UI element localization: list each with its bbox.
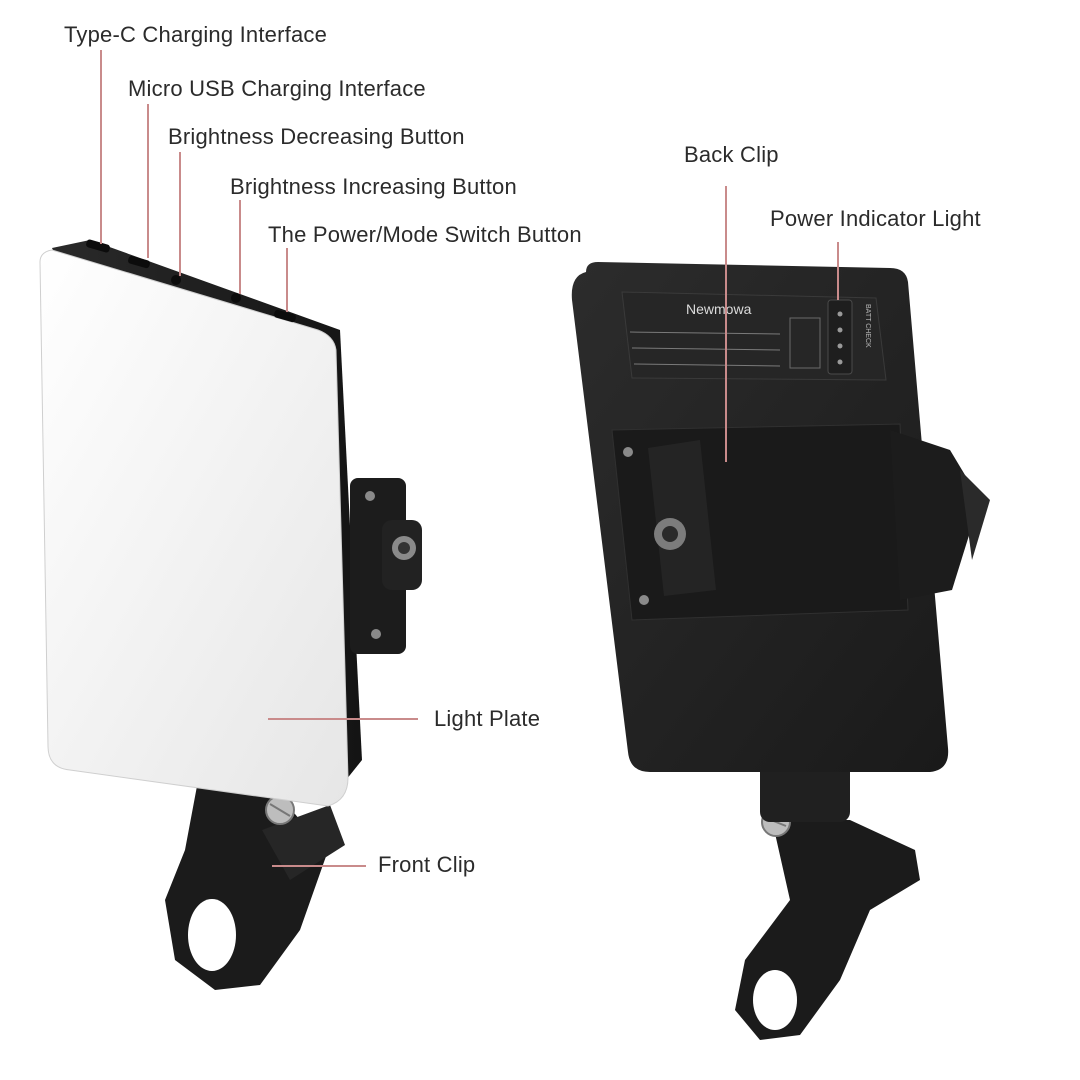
label-brightness-increasing-button: Brightness Increasing Button	[230, 174, 517, 199]
power-indicator-light	[827, 299, 853, 375]
label-brightness-decreasing-button: Brightness Decreasing Button	[168, 124, 465, 149]
brand-label: Newmowa	[686, 301, 752, 317]
label-back-clip: Back Clip	[684, 142, 779, 167]
back-clip	[611, 423, 990, 621]
label-power-mode-switch-button: The Power/Mode Switch Button	[268, 222, 582, 247]
label-type-c-charging-interface: Type-C Charging Interface	[64, 22, 328, 47]
batt-check-label: BATT CHECK	[864, 304, 871, 348]
front-clip	[165, 760, 345, 990]
label-front-clip: Front Clip	[378, 852, 476, 877]
front-device	[39, 239, 422, 990]
label-light-plate: Light Plate	[434, 706, 541, 731]
back-device: Newmowa BATT CHECK	[571, 262, 990, 1040]
leader-lines	[100, 50, 839, 867]
label-micro-usb-charging-interface: Micro USB Charging Interface	[128, 76, 426, 101]
label-power-indicator-light: Power Indicator Light	[770, 206, 981, 231]
side-mount	[350, 478, 422, 654]
